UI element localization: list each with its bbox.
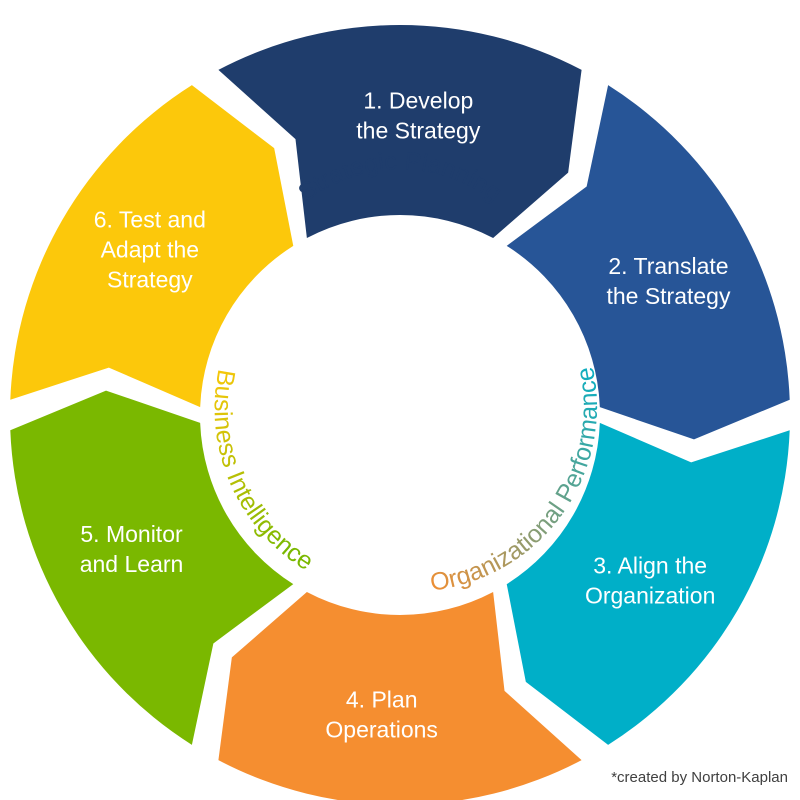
credit-note: *created by Norton-Kaplan	[611, 769, 788, 786]
cycle-segment-1	[218, 24, 582, 239]
cycle-segment-1-label-line: the Strategy	[356, 118, 481, 144]
cycle-segment-4-label-line: 4. Plan	[346, 686, 418, 712]
cycle-segment-2-label-line: 2. Translate	[608, 253, 728, 279]
cycle-segment-1-label-line: 1. Develop	[363, 88, 473, 114]
cycle-segment-4	[218, 591, 582, 800]
cycle-segment-5-label-line: 5. Monitor	[80, 521, 183, 547]
cycle-segment-2-label-line: the Strategy	[606, 283, 731, 309]
cycle-segment-5-label-line: and Learn	[80, 551, 184, 577]
cycle-segment-4-label-line: Operations	[325, 716, 438, 742]
cycle-segment-3-label-line: 3. Align the	[593, 553, 707, 579]
cycle-segment-2	[506, 85, 790, 440]
cycle-segment-labels: 1. Develop the Strategy 2. Translate the St…	[80, 88, 731, 743]
cycle-segment-2-label: 2. Translate the Strategy	[606, 253, 731, 309]
cycle-segment-3-label-line: Organization	[585, 583, 715, 609]
cycle-segment-6-label-line: Adapt the	[101, 236, 199, 262]
cycle-segments	[10, 24, 790, 800]
cycle-segment-6-label-line: 6. Test and	[94, 206, 206, 232]
cycle-segment-1-label: 1. Develop the Strategy	[356, 88, 481, 144]
cycle-segment-5	[10, 390, 294, 745]
cycle-segment-6-label-line: Strategy	[107, 266, 193, 292]
cycle-segment-6	[10, 85, 294, 408]
cycle-segment-3	[506, 422, 790, 745]
cycle-segment-5-label: 5. Monitor and Learn	[80, 521, 184, 577]
